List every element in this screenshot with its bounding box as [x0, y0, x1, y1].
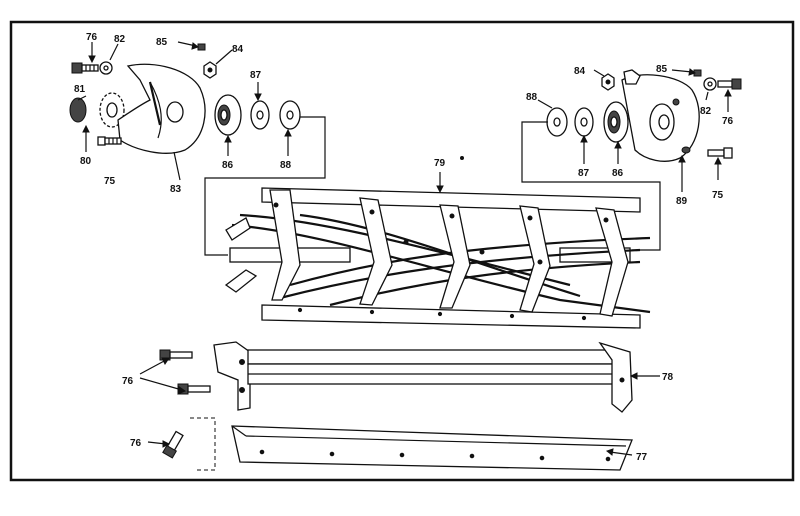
callout-76-bottom: 76 [130, 438, 142, 449]
right-bolt-75 [707, 147, 733, 159]
callout-labels: 76 82 85 84 81 87 80 75 83 86 88 84 85 8… [74, 32, 734, 463]
bed-knife-bolt-76 [162, 430, 184, 459]
leader-lines [77, 41, 732, 456]
left-nut-84 [203, 61, 217, 79]
callout-79: 79 [434, 158, 446, 169]
callout-76-right: 76 [722, 116, 734, 127]
bed-knife-77 [231, 425, 633, 471]
left-bolt-76 [71, 62, 99, 74]
left-washer-82 [99, 61, 113, 75]
diagram-frame [9, 20, 795, 482]
left-washer-88 [279, 100, 301, 130]
callout-85-right: 85 [656, 64, 668, 75]
callout-78: 78 [662, 372, 674, 383]
callout-84-top-left: 84 [232, 44, 244, 55]
right-end-plate-89 [621, 69, 700, 162]
callout-80: 80 [80, 156, 92, 167]
callout-82-top-left: 82 [114, 34, 126, 45]
callout-77: 77 [636, 452, 648, 463]
left-bolt-75 [97, 136, 122, 146]
left-washer-87 [250, 100, 270, 130]
right-bearing-86 [603, 101, 629, 143]
callout-87-left: 87 [250, 70, 262, 81]
callout-86-right: 86 [612, 168, 624, 179]
right-washer-88 [546, 107, 568, 137]
callout-88-left: 88 [280, 160, 292, 171]
reel-assembly-79 [224, 187, 651, 329]
right-bolt-76 [717, 78, 742, 90]
callout-76-mid: 76 [122, 376, 134, 387]
callout-75-right: 75 [712, 190, 724, 201]
callout-88-right: 88 [526, 92, 538, 103]
bed-bar-78 [213, 341, 633, 413]
right-washer-82 [703, 77, 717, 91]
left-bearing-86 [214, 94, 242, 136]
callout-76-top-left: 76 [86, 32, 98, 43]
right-nut-84 [601, 73, 615, 91]
right-washer-87 [574, 107, 594, 137]
callout-75-left: 75 [104, 176, 116, 187]
callout-82-right: 82 [700, 106, 712, 117]
callout-86-left: 86 [222, 160, 234, 171]
callout-85-top-left: 85 [156, 37, 168, 48]
callout-87-right: 87 [578, 168, 590, 179]
left-sprocket-81 [69, 92, 125, 128]
left-screw-85 [197, 43, 206, 51]
callout-89: 89 [676, 196, 688, 207]
callout-84-right: 84 [574, 66, 586, 77]
callout-83: 83 [170, 184, 182, 195]
callout-81: 81 [74, 84, 86, 95]
left-end-plate-83 [117, 63, 206, 154]
